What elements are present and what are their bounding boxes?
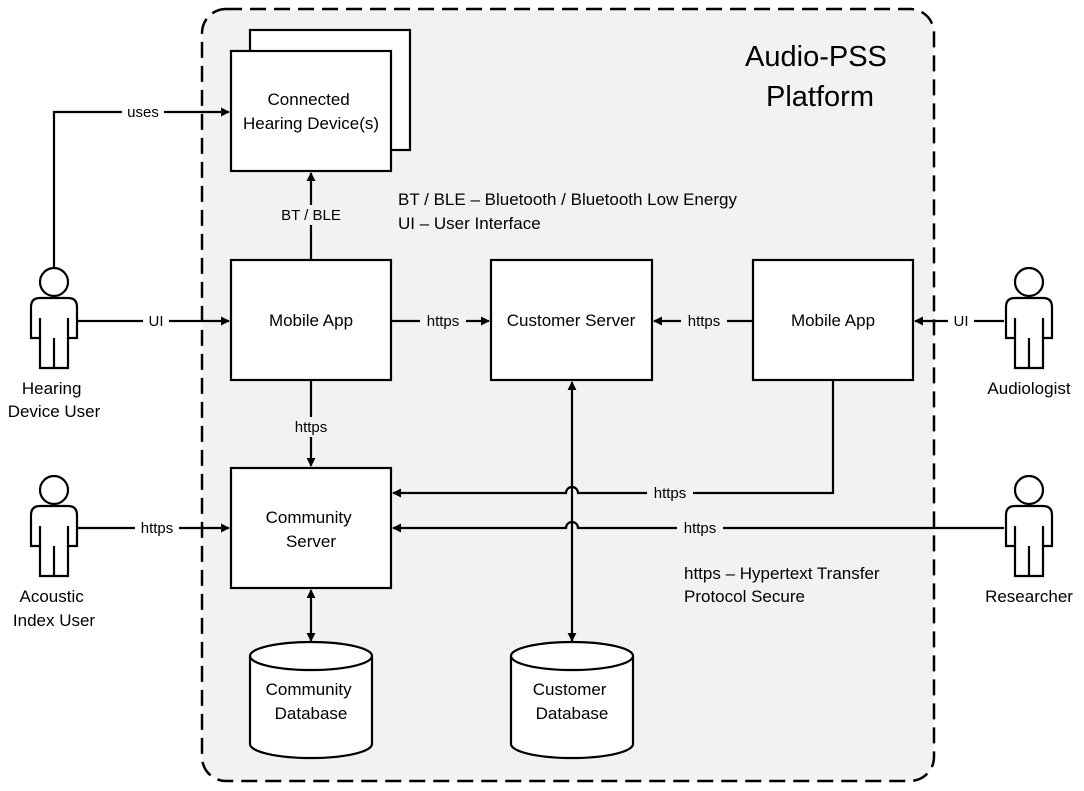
svg-text:Community Server: Community Server bbox=[266, 508, 357, 551]
edge-ui-right: UI bbox=[914, 311, 1004, 331]
svg-text:https: https bbox=[688, 313, 721, 330]
svg-text:UI: UI bbox=[149, 313, 164, 330]
https-legend-note: https – Hypertext Transfer Protocol Secu… bbox=[684, 564, 884, 606]
actor-acoustic-index-user: Acoustic Index User bbox=[13, 474, 96, 630]
svg-text:https: https bbox=[427, 313, 460, 330]
svg-text:https: https bbox=[654, 485, 687, 502]
hearing-device-node: Connected Hearing Device(s) bbox=[229, 28, 412, 173]
community-server-node: Community Server bbox=[229, 466, 393, 590]
community-database-node: Community Database bbox=[248, 640, 374, 760]
edge-bt-ble: BT / BLE bbox=[280, 172, 342, 260]
svg-text:UI: UI bbox=[954, 313, 969, 330]
actor-researcher: Researcher bbox=[985, 474, 1073, 606]
platform-title: Audio-PSS Platform bbox=[745, 41, 895, 113]
svg-text:Community Database: Community Database bbox=[266, 680, 357, 723]
mobile-app-right-node: Mobile App bbox=[751, 258, 915, 382]
edge-ui-left: UI bbox=[78, 311, 230, 331]
actor-audiologist: Audiologist bbox=[987, 266, 1071, 398]
svg-text:https: https bbox=[295, 419, 328, 436]
svg-text:https: https bbox=[141, 520, 174, 537]
bt-ui-legend-note: BT / BLE – Bluetooth / Bluetooth Low Ene… bbox=[398, 190, 742, 233]
svg-text:uses: uses bbox=[127, 104, 159, 121]
actor-hearing-device-user: Hearing Device User bbox=[8, 266, 101, 421]
edge-https-right-customer: https bbox=[653, 311, 753, 331]
svg-text:Audiologist: Audiologist bbox=[987, 379, 1070, 398]
svg-text:Connected Hearing Device: Connected Hearing Device(s) bbox=[243, 90, 379, 133]
customer-database-node: Customer Database bbox=[509, 640, 635, 760]
edge-https-acoustic: https bbox=[78, 518, 230, 538]
svg-text:Customer Server: Customer Server bbox=[507, 311, 636, 330]
svg-text:Mobile App: Mobile App bbox=[791, 311, 875, 330]
svg-text:Mobile App: Mobile App bbox=[269, 311, 353, 330]
svg-text:BT / BLE: BT / BLE bbox=[281, 207, 341, 224]
svg-text:https: https bbox=[684, 520, 717, 537]
customer-server-node: Customer Server bbox=[489, 258, 654, 382]
mobile-app-left-node: Mobile App bbox=[229, 258, 393, 382]
svg-text:Acoustic Index User: Acoustic Index User bbox=[13, 587, 96, 630]
edge-uses: uses bbox=[52, 102, 230, 268]
edge-https-app-customer: https bbox=[391, 311, 490, 331]
svg-text:Hearing Device User: Hearing Device User bbox=[8, 379, 101, 421]
svg-text:Researcher: Researcher bbox=[985, 587, 1073, 606]
svg-text:Customer Database: Customer Database bbox=[533, 680, 611, 723]
edge-https-app-community: https bbox=[287, 380, 335, 467]
